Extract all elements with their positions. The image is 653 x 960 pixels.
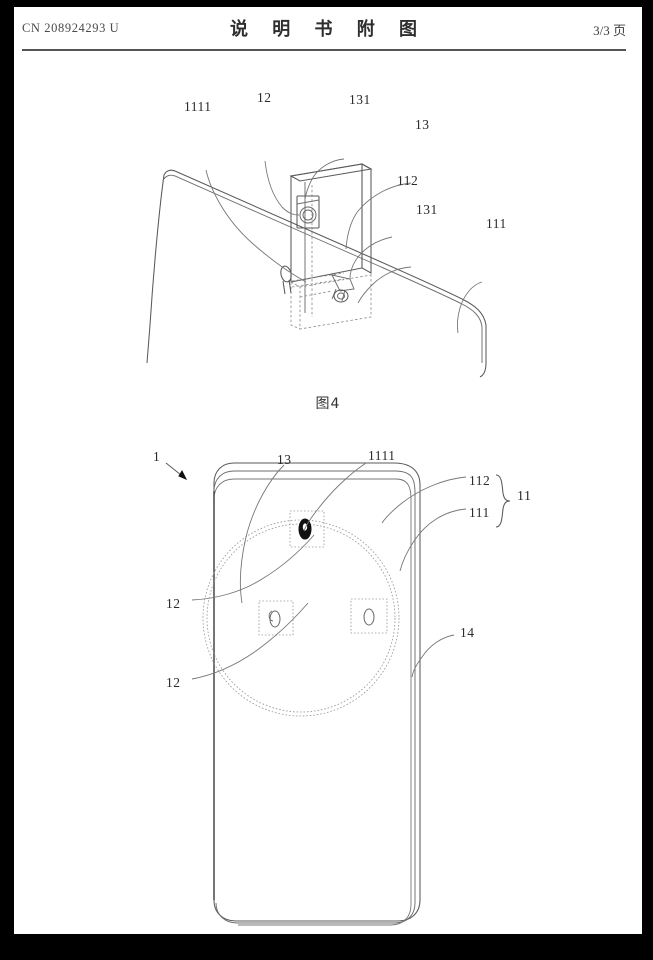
label-11-fig5: 11	[517, 489, 532, 504]
label-13-fig5: 13	[277, 452, 292, 467]
display-edge-curve	[163, 169, 487, 378]
leader-131-lower	[357, 266, 412, 304]
leader-14-fig5	[411, 634, 455, 678]
label-12-lower-fig5: 12	[166, 675, 181, 690]
figure-4-drawing	[146, 158, 487, 378]
sensor-right	[350, 598, 388, 634]
label-12-fig4: 12	[257, 90, 272, 105]
brace-11	[495, 474, 511, 528]
sheet-title: 说 明 书 附 图	[229, 19, 427, 40]
figure-5: 1 13 1111 112 11 111 12 14 12	[14, 413, 642, 933]
label-13-fig4: 13	[415, 117, 430, 132]
leader-12-upper	[264, 160, 300, 216]
leader-111-fig5	[399, 508, 467, 572]
leader-131-upper	[304, 158, 345, 200]
leader-112-fig5	[381, 476, 467, 524]
label-1111-fig5: 1111	[368, 448, 396, 463]
figure-4-caption: 图4	[315, 396, 341, 412]
leader-112	[349, 236, 393, 280]
label-112-fig4: 112	[397, 173, 419, 188]
label-131-lower-fig4: 131	[416, 202, 438, 217]
page-indicator: 3/3 页	[593, 23, 626, 38]
patent-sheet: CN 208924293 U 说 明 书 附 图 3/3 页	[14, 7, 642, 934]
sensor-upper	[296, 195, 320, 229]
label-112-fig5: 112	[469, 473, 491, 488]
leader-12-upper-fig5	[191, 534, 315, 601]
leader-1111	[205, 169, 307, 283]
leader-13	[345, 182, 412, 250]
bracket-plate	[289, 163, 373, 330]
publication-number: CN 208924293 U	[22, 21, 120, 35]
camera-opening	[289, 510, 325, 548]
label-14-fig5: 14	[460, 625, 475, 640]
figure-4: 1111 12 131 13 112 131 111 图4	[14, 63, 642, 413]
left-body-edge	[146, 174, 165, 364]
component-bar	[291, 272, 355, 303]
leader-13-fig5	[239, 464, 285, 604]
figure-5-drawing	[165, 462, 511, 926]
label-12-upper-fig5: 12	[166, 596, 181, 611]
label-1-fig5: 1	[153, 449, 161, 464]
hidden-module-circle	[202, 519, 400, 717]
leader-1111-fig5	[303, 462, 367, 532]
sensor-left	[258, 600, 294, 636]
label-111-fig5: 111	[469, 505, 490, 520]
label-131-upper-fig4: 131	[349, 92, 371, 107]
label-1111-fig4: 1111	[184, 99, 212, 114]
label-111-fig4: 111	[486, 216, 507, 231]
leader-1-fig5	[165, 462, 188, 480]
header-rule	[22, 49, 626, 51]
leader-12-lower-fig5	[191, 602, 309, 680]
leader-111	[456, 281, 483, 334]
sheet-header: CN 208924293 U 说 明 书 附 图 3/3 页	[14, 7, 642, 63]
terminal-outline	[213, 462, 421, 926]
